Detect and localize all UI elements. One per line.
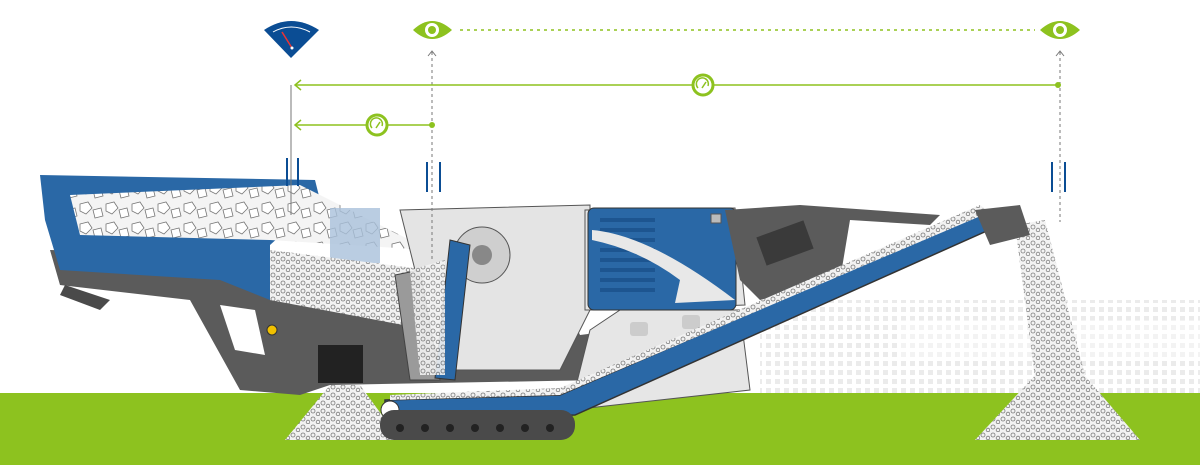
fuel-gauge-icon: [264, 21, 319, 58]
brand-logo-icon: [710, 213, 722, 224]
crawler-tracks: [380, 410, 575, 440]
rock-pile-discharge: [975, 370, 1140, 440]
speedometer-icon: [365, 113, 389, 137]
power-unit: [569, 207, 751, 411]
eye-icon: [1040, 21, 1080, 39]
conveyor-frame: [725, 205, 940, 300]
crusher-body: [270, 204, 591, 383]
feed-hopper: [40, 175, 430, 300]
rock-stream-discharge: [1015, 220, 1085, 378]
rock-pile-under: [285, 385, 400, 440]
measurement-annotations: [286, 29, 1066, 262]
dot-pattern: [760, 300, 1200, 395]
speedometer-icon: [691, 73, 715, 97]
eye-icon: [413, 21, 452, 39]
